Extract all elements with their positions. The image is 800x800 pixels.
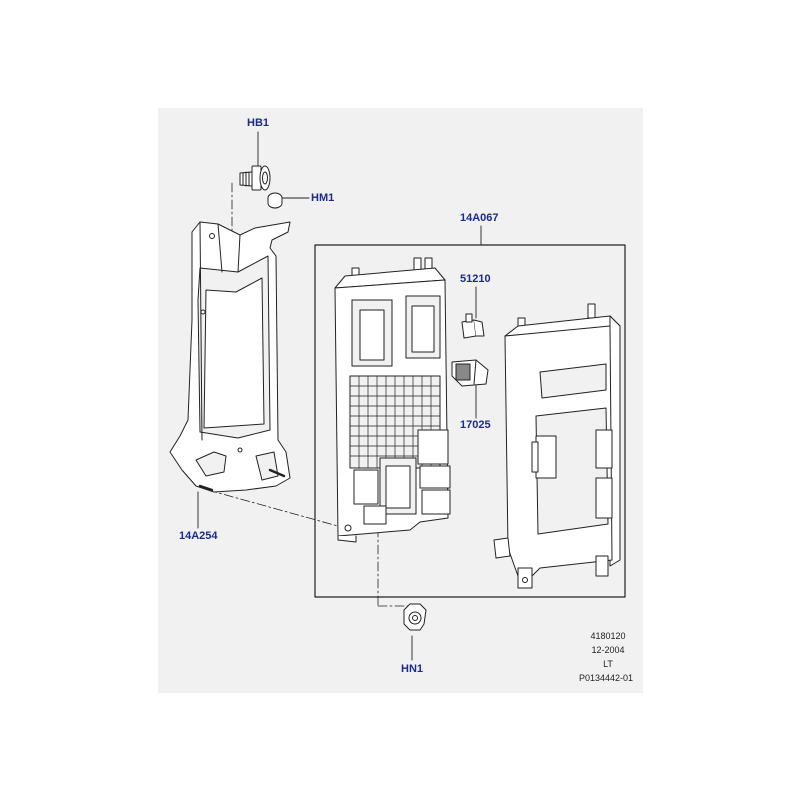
- relay-17025: [451, 359, 489, 387]
- assembly-frame: [314, 244, 626, 598]
- callout-hb1: HB1: [247, 117, 270, 129]
- callout-hm1: HM1: [311, 192, 335, 204]
- callout-hn1: HN1: [401, 663, 424, 675]
- reference-date: 12-2004: [591, 645, 625, 655]
- callout-51210: 51210: [460, 273, 491, 285]
- bracket-14a254: [169, 221, 291, 493]
- callout-14a067: 14A067: [460, 212, 499, 224]
- nut-hm1: [267, 192, 283, 209]
- control-module: [493, 303, 621, 589]
- fuse-box: [334, 257, 451, 543]
- bolt-hb1: [239, 165, 271, 191]
- reference-figure: P0134442-01: [578, 673, 634, 683]
- fuse-51210: [461, 313, 485, 339]
- callout-14a254: 14A254: [179, 530, 218, 542]
- callout-17025: 17025: [460, 419, 491, 431]
- reference-code: LT: [603, 659, 613, 669]
- nut-hn1: [403, 603, 427, 631]
- reference-number: 4180120: [590, 631, 626, 641]
